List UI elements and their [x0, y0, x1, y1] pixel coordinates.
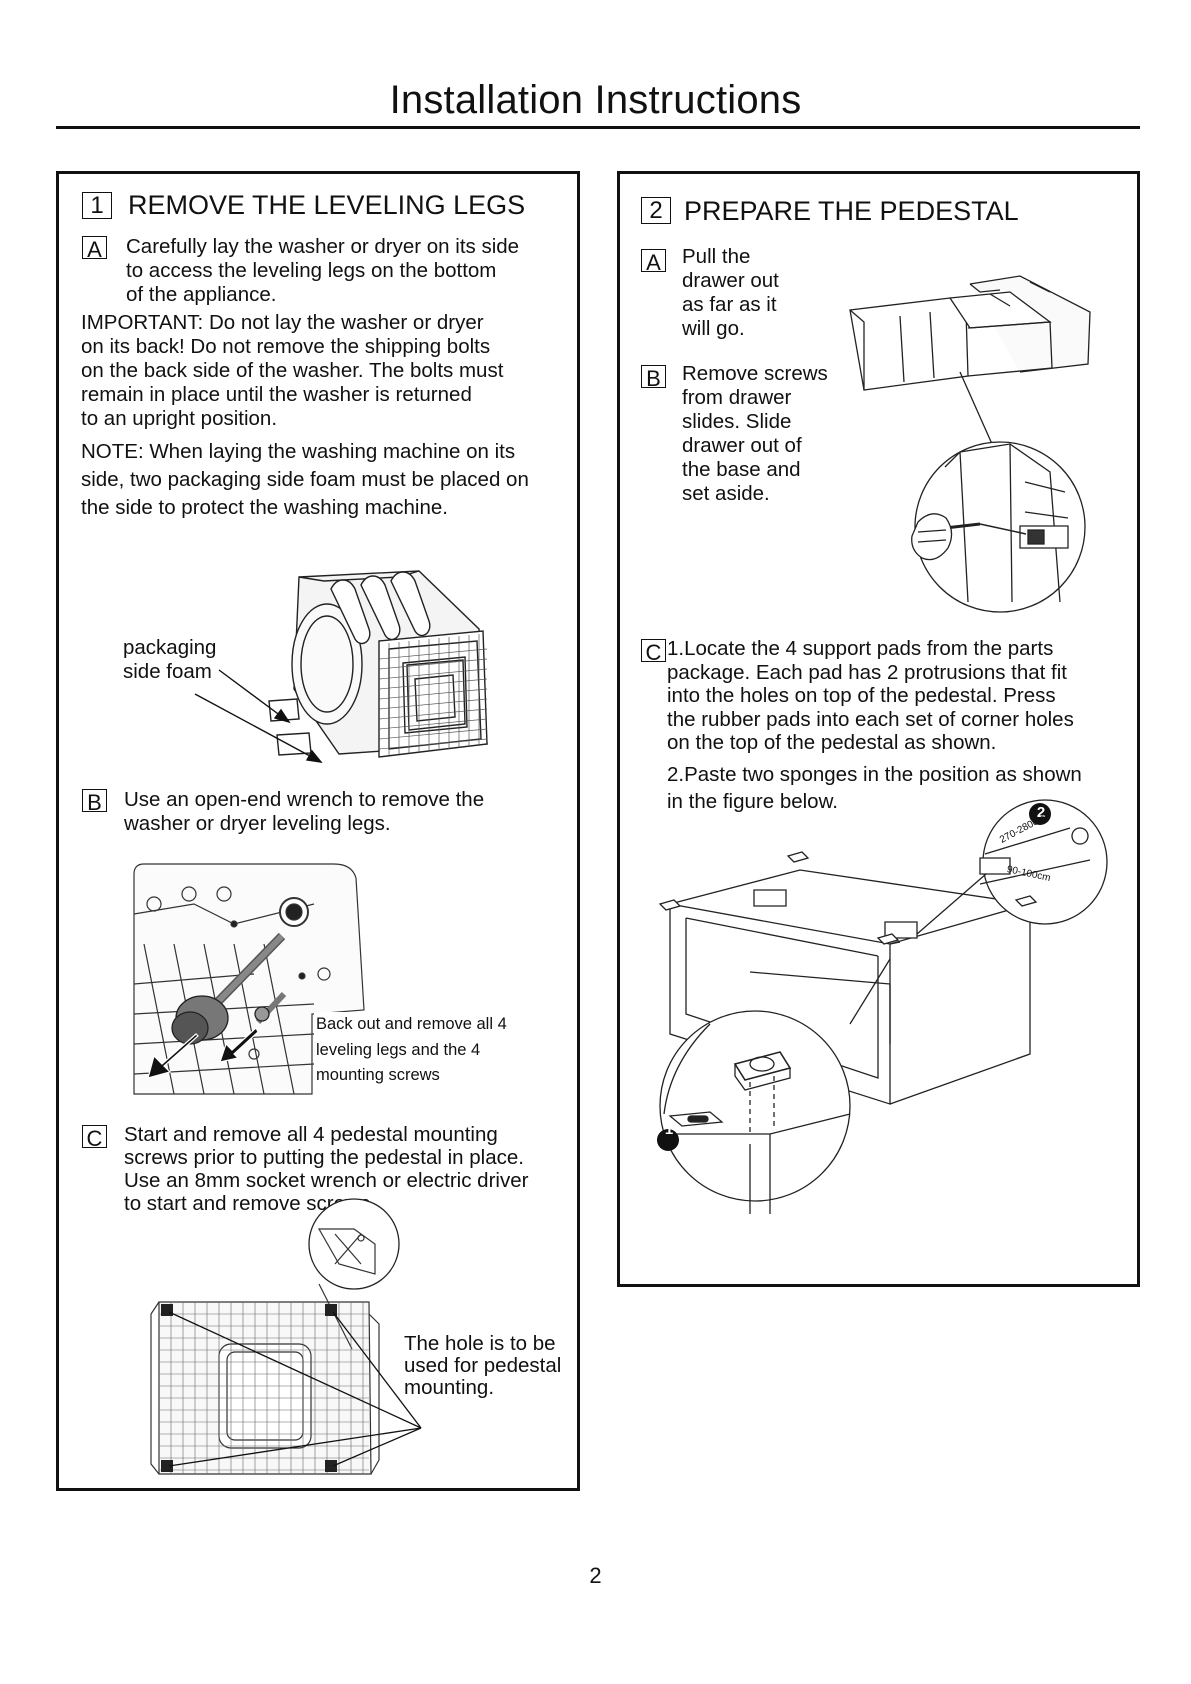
- section-number-box: 1: [82, 192, 112, 219]
- leveling-leg-removal-illustration: [134, 864, 396, 1094]
- hole-caption: The hole is to be used for pedestal moun…: [404, 1332, 562, 1399]
- step-label-box: A: [82, 236, 107, 262]
- step-text: 1.Locate the 4 support pads from the par…: [667, 637, 1074, 754]
- pedestal-support-pads-illustration: [657, 814, 1110, 1234]
- callout-badge: 2: [1036, 804, 1046, 821]
- section-prepare-pedestal: 2 PREPARE THE PEDESTAL A Pull the drawer…: [617, 171, 1140, 1287]
- pedestal-mounting-hole-illustration: [139, 1224, 519, 1474]
- page-title: Installation Instructions: [389, 78, 802, 122]
- washer-on-side-illustration: [239, 569, 539, 784]
- title-rule: [56, 126, 1140, 129]
- section-number-box: 2: [641, 197, 671, 224]
- important-note: IMPORTANT: Do not lay the washer or drye…: [81, 311, 504, 430]
- step-text: 2.Paste two sponges in the position as s…: [667, 763, 1082, 813]
- legs-caption: Back out and remove all 4 leveling legs …: [314, 1012, 509, 1089]
- step-label-box: B: [641, 365, 666, 391]
- step-label-box: C: [641, 639, 666, 665]
- section-title: REMOVE THE LEVELING LEGS: [128, 190, 526, 220]
- section-remove-leveling-legs: 1 REMOVE THE LEVELING LEGS A Carefully l…: [56, 171, 580, 1491]
- pedestal-drawer-illustration: [850, 272, 1110, 592]
- section-title: PREPARE THE PEDESTAL: [684, 196, 1019, 226]
- foam-pointer-arrows: [59, 174, 583, 794]
- callout-badge: 1: [664, 1121, 674, 1138]
- foam-label: packaging side foam: [123, 636, 217, 683]
- step-label-box: B: [82, 789, 107, 815]
- step-text: Pull the drawer out as far as it will go…: [682, 245, 779, 340]
- foam-note: NOTE: When laying the washing machine on…: [81, 440, 529, 519]
- step-text: Use an open-end wrench to remove the was…: [124, 788, 485, 835]
- page-number: 2: [589, 1563, 602, 1588]
- step-label-box: C: [82, 1125, 107, 1151]
- step-label-box: A: [641, 249, 666, 275]
- step-text: Remove screws from drawer slides. Slide …: [682, 362, 828, 505]
- step-text: Start and remove all 4 pedestal mounting…: [124, 1123, 529, 1215]
- step-text: Carefully lay the washer or dryer on its…: [126, 235, 520, 306]
